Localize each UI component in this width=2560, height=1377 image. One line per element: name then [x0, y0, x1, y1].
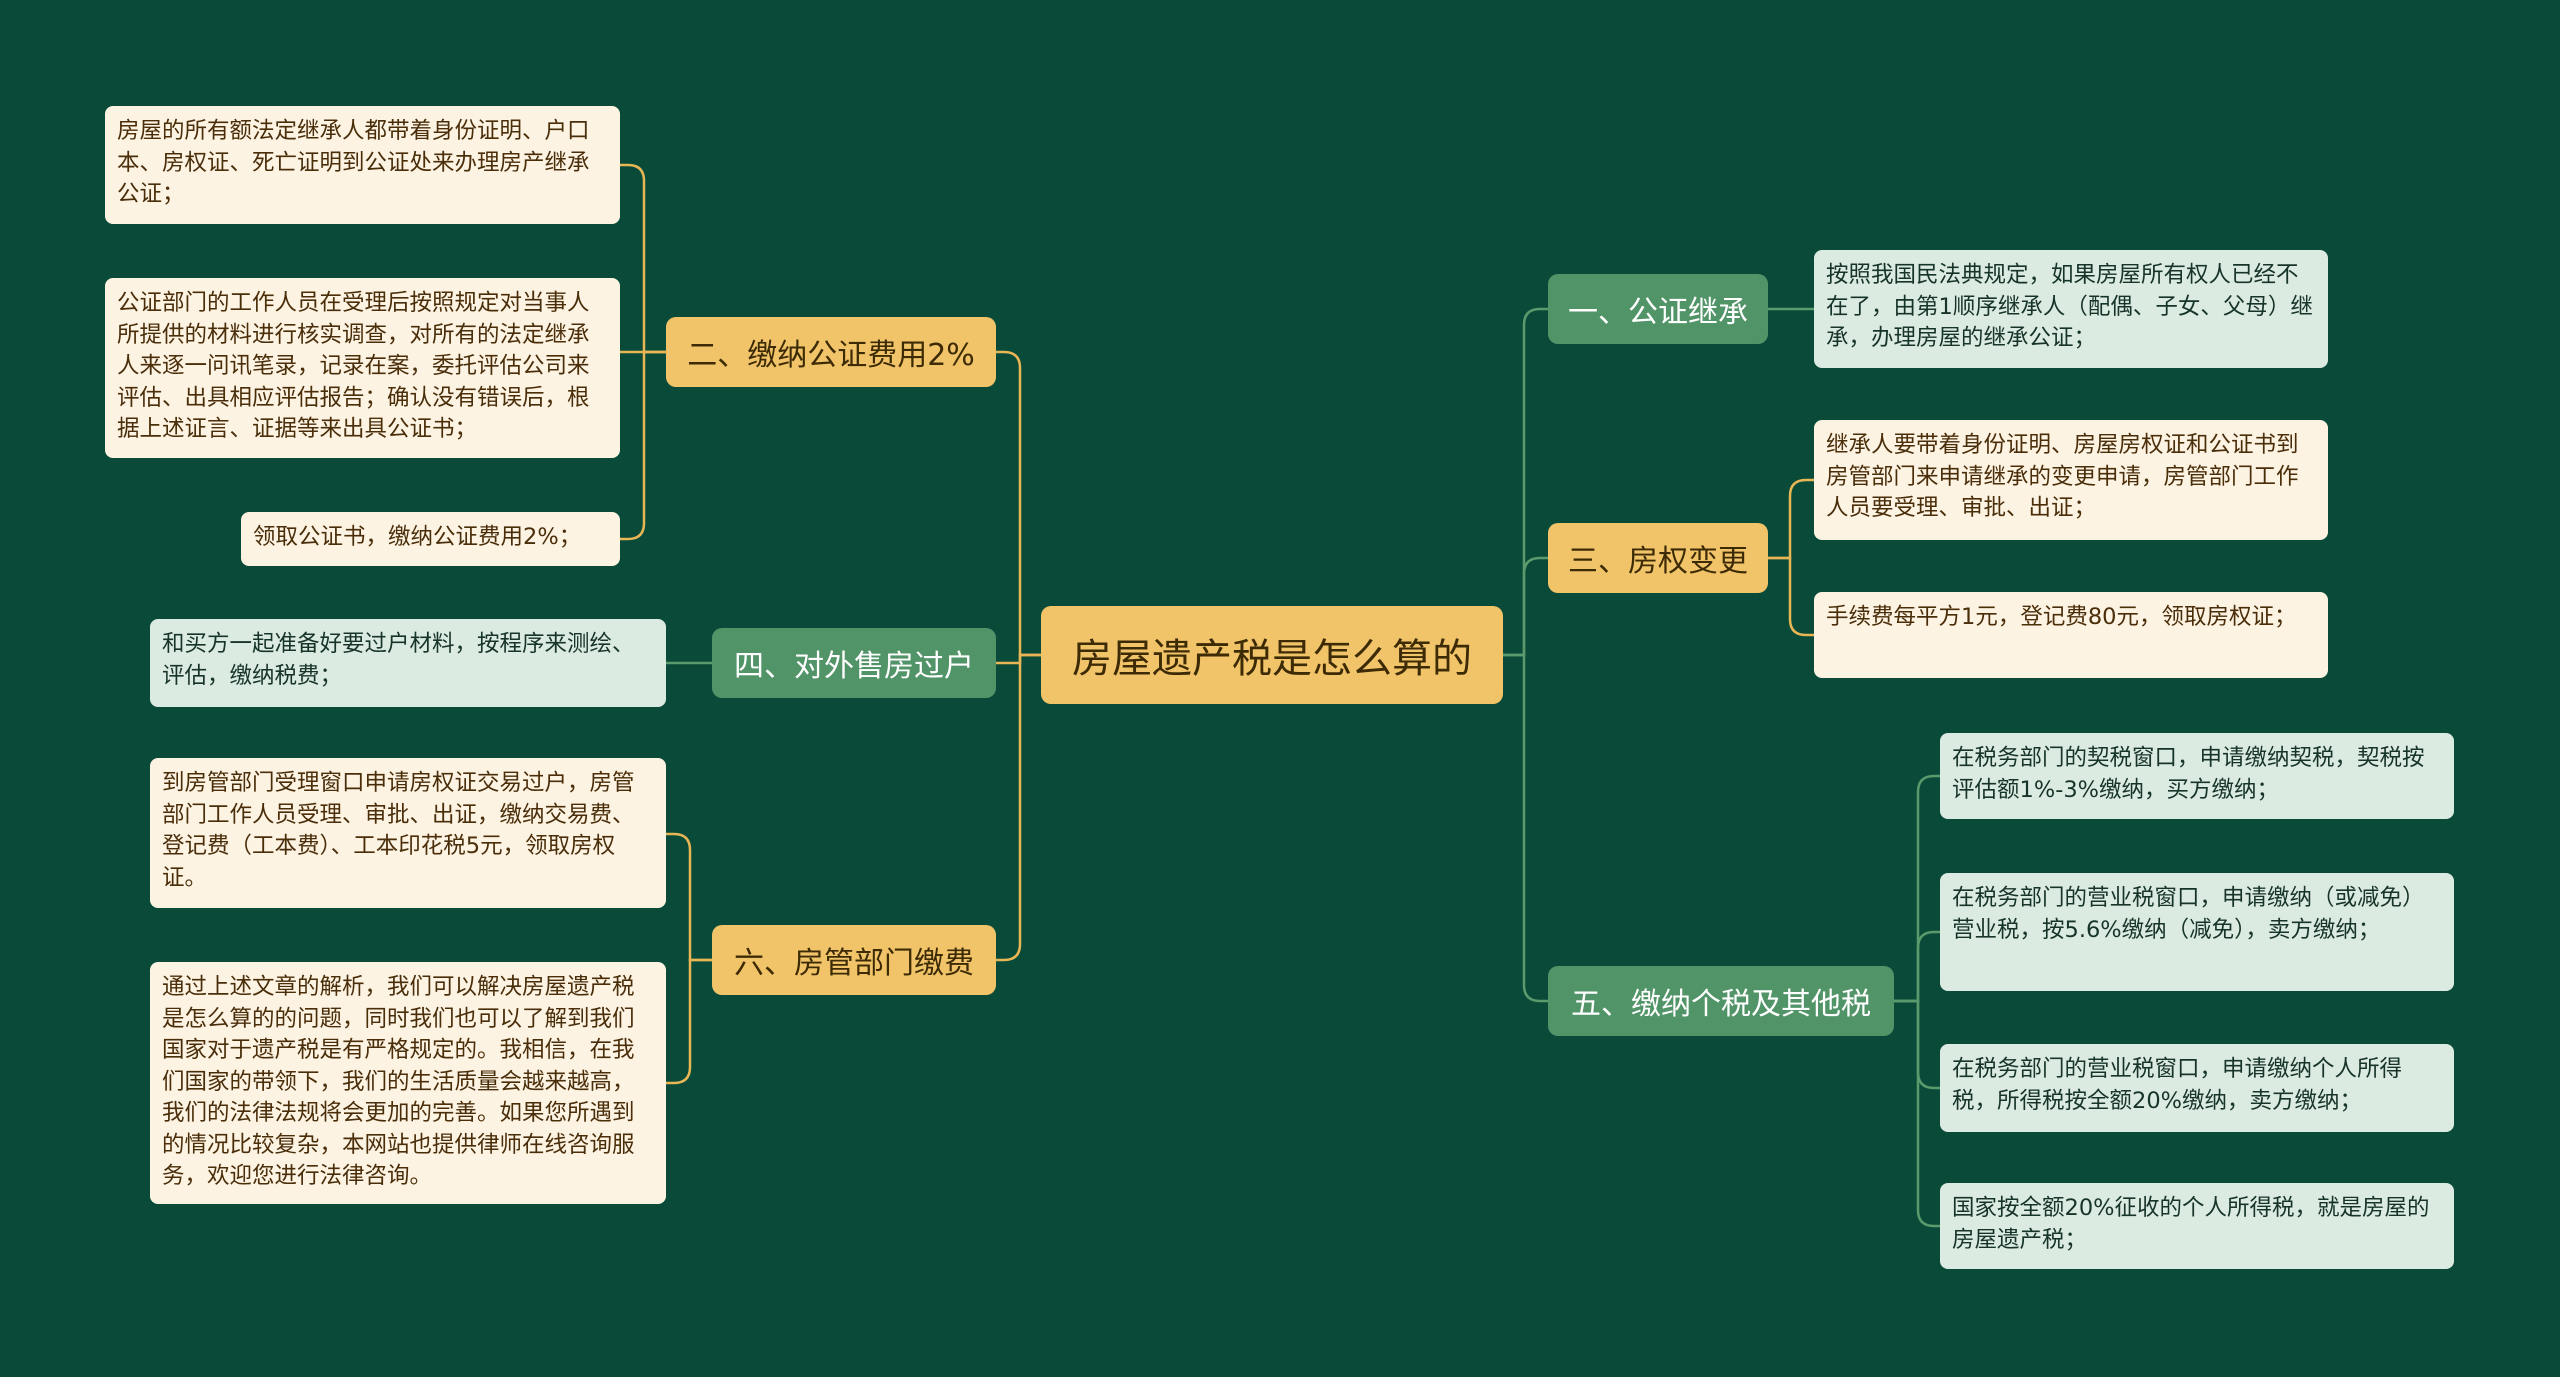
- leaf-b3-1[interactable]: 继承人要带着身份证明、房屋房权证和公证书到房管部门来申请继承的变更申请，房管部门…: [1814, 420, 2328, 540]
- connector-root-b6: [996, 653, 1041, 962]
- branch-notary-fee[interactable]: 二、缴纳公证费用2%: [666, 317, 996, 387]
- connector-root-b3: [1503, 556, 1548, 657]
- branch-income-tax[interactable]: 五、缴纳个税及其他税: [1548, 966, 1894, 1036]
- leaf-b6-1[interactable]: 到房管部门受理窗口申请房权证交易过户，房管部门工作人员受理、审批、出证，缴纳交易…: [150, 758, 666, 908]
- connector-b3-leaf1: [1768, 478, 1814, 560]
- leaf-b3-2[interactable]: 手续费每平方1元，登记费80元，领取房权证；: [1814, 592, 2328, 678]
- leaf-b1-1[interactable]: 按照我国民法典规定，如果房屋所有权人已经不在了，由第1顺序继承人（配偶、子女、父…: [1814, 250, 2328, 368]
- connector-b3-leaf2: [1768, 556, 1814, 637]
- leaf-b5-2[interactable]: 在税务部门的营业税窗口，申请缴纳（或减免）营业税，按5.6%缴纳（减免），卖方缴…: [1940, 873, 2454, 991]
- leaf-b6-2[interactable]: 通过上述文章的解析，我们可以解决房屋遗产税是怎么算的的问题，同时我们也可以了解到…: [150, 962, 666, 1204]
- connector-b5-leaf1: [1894, 774, 1940, 1003]
- leaf-b2-1[interactable]: 房屋的所有额法定继承人都带着身份证明、户口本、房权证、死亡证明到公证处来办理房产…: [105, 106, 620, 224]
- connector-b5-leaf2: [1894, 930, 1940, 1003]
- connector-b2-leaf3: [620, 350, 666, 541]
- branch-housing-dept-fee[interactable]: 六、房管部门缴费: [712, 925, 996, 995]
- branch-notary-inheritance[interactable]: 一、公证继承: [1548, 274, 1768, 344]
- connector-root-b5: [1503, 653, 1548, 1003]
- root-topic[interactable]: 房屋遗产税是怎么算的: [1041, 606, 1503, 704]
- connector-b6-leaf1: [666, 832, 712, 962]
- leaf-b2-2[interactable]: 公证部门的工作人员在受理后按照规定对当事人所提供的材料进行核实调查，对所有的法定…: [105, 278, 620, 458]
- connector-root-b2: [996, 350, 1041, 657]
- leaf-b2-3[interactable]: 领取公证书，缴纳公证费用2%；: [241, 512, 620, 566]
- leaf-b4-1[interactable]: 和买方一起准备好要过户材料，按程序来测绘、评估，缴纳税费；: [150, 619, 666, 707]
- leaf-b5-3[interactable]: 在税务部门的营业税窗口，申请缴纳个人所得税，所得税按全额20%缴纳，卖方缴纳；: [1940, 1044, 2454, 1132]
- branch-title-change[interactable]: 三、房权变更: [1548, 523, 1768, 593]
- connector-b6-leaf2: [666, 958, 712, 1085]
- connector-root-b1: [1503, 307, 1548, 657]
- connector-b2-leaf1: [620, 163, 666, 354]
- leaf-b5-4[interactable]: 国家按全额20%征收的个人所得税，就是房屋的房屋遗产税；: [1940, 1183, 2454, 1269]
- connector-b5-leaf4: [1894, 999, 1940, 1228]
- leaf-b5-1[interactable]: 在税务部门的契税窗口，申请缴纳契税，契税按评估额1%-3%缴纳，买方缴纳；: [1940, 733, 2454, 819]
- branch-sale-transfer[interactable]: 四、对外售房过户: [712, 628, 996, 698]
